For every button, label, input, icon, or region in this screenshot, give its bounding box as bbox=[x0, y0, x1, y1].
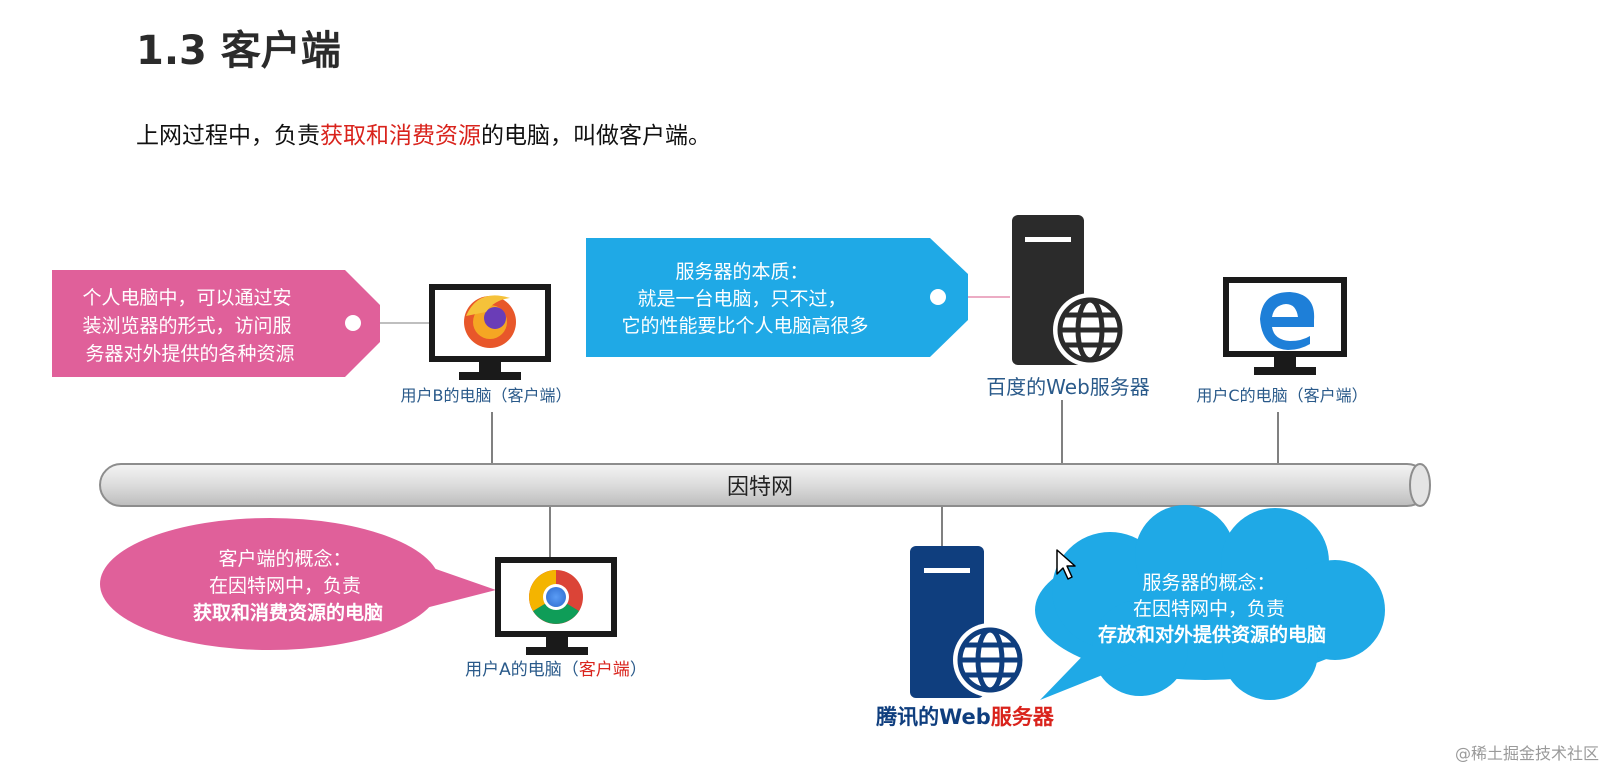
essence-callout-line-1: 服务器的本质： bbox=[675, 261, 808, 283]
user-b-computer: 用户B的电脑（客户端） bbox=[401, 284, 572, 405]
tencent-label-highlight: 服务器 bbox=[991, 705, 1055, 729]
svg-text:个人电脑中，可以通过安 装浏览器的形式，访问服: 个人电脑中，可以通过安 装浏览器的形式，访问服 务器对外提供的各种资源 bbox=[82, 287, 297, 365]
svg-text:服务器的本质： 就是一台电脑，只不过，: 服务器的本质： 就是一台电脑，只不过， 它的性能要比个人电脑高很多 bbox=[621, 261, 868, 337]
user-a-computer: 用户A的电脑（客户端） bbox=[465, 557, 647, 680]
baidu-globe-icon bbox=[1057, 297, 1123, 363]
intro-suffix: 的电脑，叫做客户端。 bbox=[481, 123, 711, 149]
essence-callout-line-3: 它的性能要比个人电脑高很多 bbox=[621, 315, 868, 337]
user-b-label: 用户B的电脑（客户端） bbox=[401, 386, 572, 405]
baidu-server: 百度的Web服务器 bbox=[986, 215, 1150, 399]
watermark: @稀土掘金技术社区 bbox=[1454, 744, 1599, 763]
connector-lines bbox=[491, 400, 1279, 560]
essence-callout-line-2: 就是一台电脑，只不过， bbox=[637, 288, 846, 310]
personal-callout-line-1: 个人电脑中，可以通过安 bbox=[82, 287, 291, 309]
user-c-computer: 用户C的电脑（客户端） bbox=[1196, 277, 1368, 405]
client-concept-line-1: 客户端的概念： bbox=[218, 547, 351, 570]
intro-highlight: 获取和消费资源 bbox=[320, 123, 481, 149]
user-a-label-prefix: 用户A的电脑（ bbox=[465, 660, 579, 680]
server-essence-callout: 服务器的本质： 就是一台电脑，只不过， 它的性能要比个人电脑高很多 bbox=[586, 238, 968, 357]
personal-callout-line-3: 务器对外提供的各种资源 bbox=[85, 343, 294, 365]
mouse-cursor-icon bbox=[1056, 549, 1076, 580]
tencent-label-prefix: 腾讯的Web bbox=[876, 705, 991, 729]
user-a-label-suffix: ） bbox=[630, 660, 647, 680]
tencent-label: 腾讯的Web服务器 bbox=[876, 705, 1055, 729]
page-title: 1.3 客户端 bbox=[136, 28, 341, 74]
chrome-icon bbox=[529, 570, 583, 624]
server-concept-cloud: 服务器的概念： 在因特网中，负责 存放和对外提供资源的电脑 bbox=[1035, 505, 1385, 700]
user-a-label-highlight: 客户端 bbox=[579, 660, 630, 680]
server-concept-line-1: 服务器的概念： bbox=[1142, 571, 1275, 594]
intro-prefix: 上网过程中，负责 bbox=[136, 123, 320, 149]
svg-text:客户端的概念： 在因特网中，负责 获: 客户端的概念： 在因特网中，负责 获取和消费资源的电脑 bbox=[193, 547, 383, 624]
internet-label: 因特网 bbox=[727, 475, 793, 500]
tencent-server: 腾讯的Web服务器 bbox=[876, 546, 1055, 729]
intro-text: 上网过程中，负责获取和消费资源的电脑，叫做客户端。 bbox=[136, 116, 711, 150]
personal-computer-callout: 个人电脑中，可以通过安 装浏览器的形式，访问服 务器对外提供的各种资源 bbox=[52, 270, 380, 377]
personal-callout-line-2: 装浏览器的形式，访问服 bbox=[82, 315, 291, 337]
user-a-label: 用户A的电脑（客户端） bbox=[465, 660, 647, 680]
client-concept-line-2: 在因特网中，负责 bbox=[209, 575, 361, 597]
server-concept-line-2: 在因特网中，负责 bbox=[1133, 598, 1285, 620]
client-concept-line-3: 获取和消费资源的电脑 bbox=[193, 601, 383, 624]
user-c-label: 用户C的电脑（客户端） bbox=[1196, 386, 1367, 405]
svg-text:服务器的概念： 在因特网中，负责 存: 服务器的概念： 在因特网中，负责 存放和对外提供资源的电脑 bbox=[1098, 571, 1326, 646]
internet-pipe: 因特网 bbox=[99, 463, 1431, 507]
server-concept-line-3: 存放和对外提供资源的电脑 bbox=[1098, 623, 1326, 646]
tencent-globe-icon bbox=[957, 627, 1023, 693]
client-concept-bubble: 客户端的概念： 在因特网中，负责 获取和消费资源的电脑 bbox=[100, 518, 496, 650]
firefox-icon bbox=[464, 295, 516, 348]
baidu-label: 百度的Web服务器 bbox=[986, 375, 1150, 399]
edge-icon bbox=[1260, 292, 1315, 350]
